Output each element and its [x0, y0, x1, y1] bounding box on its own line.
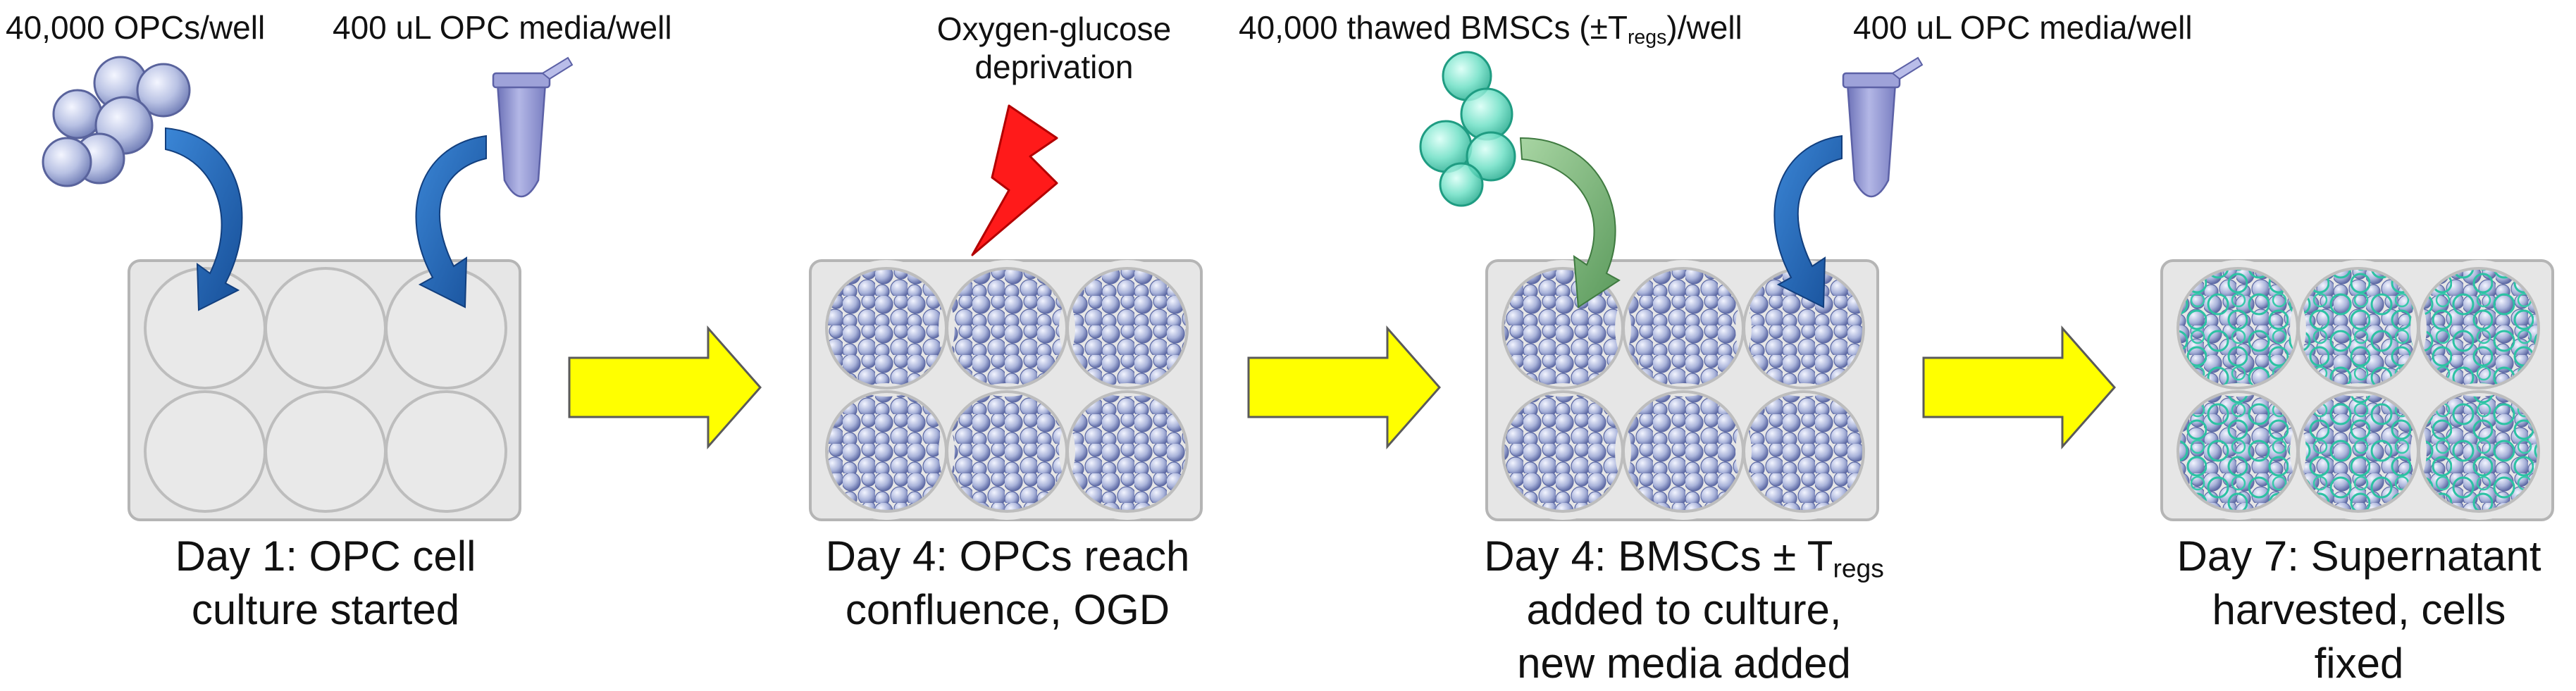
bmsc-cluster-icon: [1419, 51, 1516, 207]
well-opc: [1623, 392, 1743, 511]
curved-arrow-icon: [165, 127, 243, 311]
plate-day4-bmsc: [1485, 259, 1879, 521]
curved-arrow-icon: [1519, 137, 1621, 309]
tube-icon: [1842, 56, 1924, 198]
plate-day1: [128, 259, 521, 521]
flow-arrow-3: [1922, 325, 2116, 449]
flow-arrow-2: [1247, 325, 1441, 449]
label-ogd: Oxygen-glucose deprivation: [937, 10, 1171, 87]
well: [264, 390, 387, 513]
tube-icon: [492, 56, 574, 198]
flow-arrow-1: [568, 325, 762, 449]
plate-day4-confluent: [809, 259, 1203, 521]
well-opc: [1744, 268, 1864, 388]
plate-day7: [2160, 259, 2554, 521]
well: [144, 390, 266, 513]
well-opc: [1503, 392, 1623, 511]
well-opc: [1623, 268, 1743, 388]
well-opc: [1744, 392, 1864, 511]
label-opcs-per-well: 40,000 OPCs/well: [6, 9, 266, 46]
well: [264, 267, 387, 390]
label-media-2: 400 uL OPC media/well: [1853, 9, 2193, 46]
lightning-icon: [971, 104, 1058, 256]
curved-arrow-icon: [415, 135, 487, 309]
well: [385, 390, 507, 513]
curved-arrow-icon: [1773, 135, 1843, 309]
label-bmscs-per-well: 40,000 thawed BMSCs (±Tregs)/well: [1239, 9, 1742, 49]
opc-cluster-icon: [42, 56, 191, 187]
label-ogd-line2: deprivation: [974, 49, 1134, 86]
label-media-1: 400 uL OPC media/well: [333, 9, 672, 46]
label-ogd-line1: Oxygen-glucose: [936, 11, 1172, 47]
